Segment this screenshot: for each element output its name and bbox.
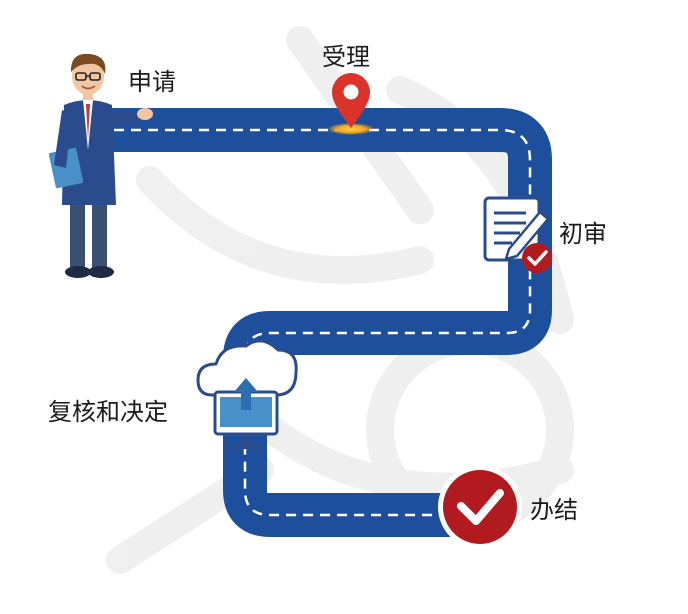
map-pin-icon (327, 73, 375, 135)
businessman-figure (48, 53, 153, 278)
step-label-decide: 复核和决定 (48, 398, 168, 426)
document-check-icon (483, 196, 552, 273)
road-path (80, 108, 552, 537)
step-label-review: 初审 (559, 220, 607, 248)
checkmark-circle-icon (438, 465, 522, 549)
step-label-apply: 申请 (128, 68, 176, 96)
step-label-accept: 受理 (322, 43, 370, 71)
step-label-done: 办结 (530, 496, 578, 524)
cloud-upload-monitor-icon (196, 339, 298, 449)
